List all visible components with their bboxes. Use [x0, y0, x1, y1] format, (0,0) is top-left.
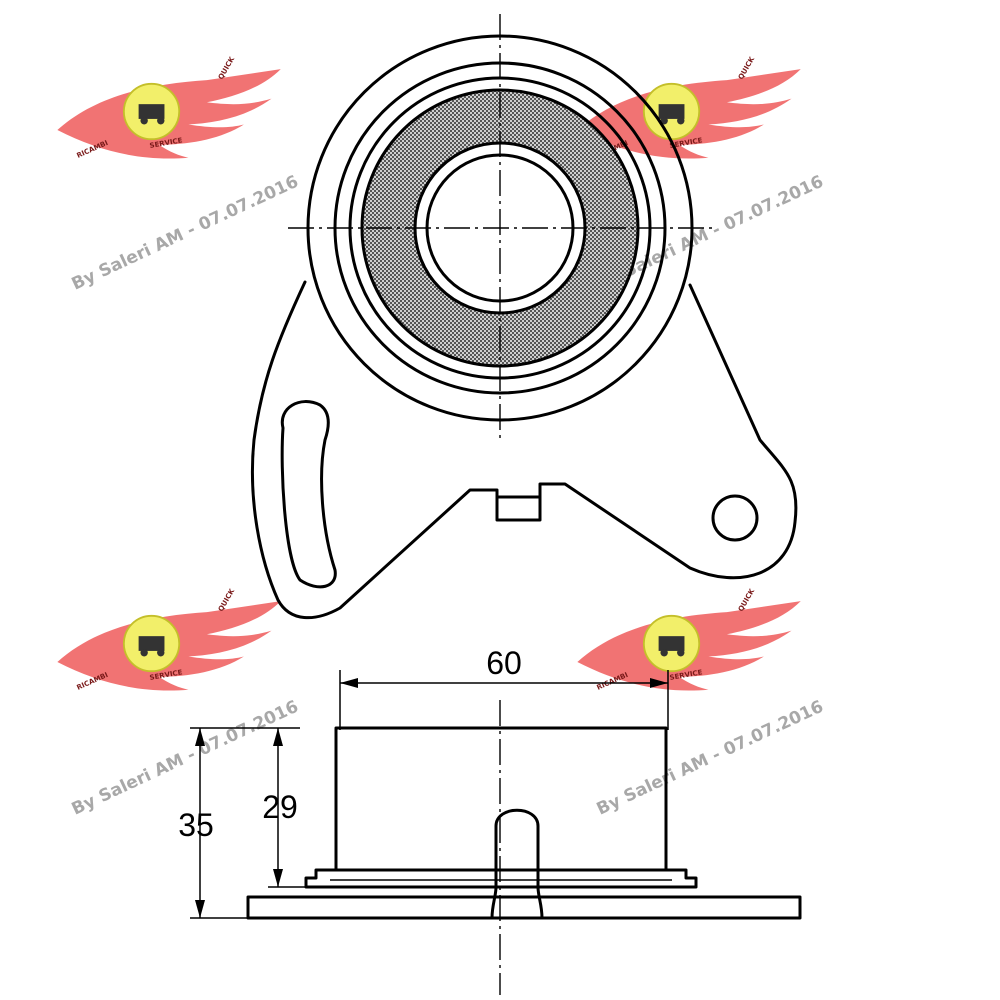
dimension-height-outer: 35 [178, 727, 300, 919]
watermark-text-bottom-right: By Saleri AM - 07.07.2016 [594, 697, 827, 820]
dimension-width: 60 [339, 645, 669, 730]
watermark-logo-bottom-right: RICAMBI SERVICE QUICK [575, 587, 803, 692]
watermark-logo-bottom-left: RICAMBI SERVICE QUICK [55, 587, 283, 692]
dimension-height-inner-label: 29 [262, 789, 298, 825]
bracket-slot [280, 400, 337, 589]
pulley-side-view [246, 700, 802, 995]
bracket-mounting-hole [711, 494, 759, 542]
bracket-center-tab [495, 495, 542, 522]
dimension-height-inner: 29 [262, 728, 306, 888]
watermark-logo-top-left: RICAMBI SERVICE QUICK [55, 55, 283, 160]
pulley-flange [304, 868, 698, 889]
dimension-height-outer-label: 35 [178, 807, 214, 843]
base-plate [246, 895, 802, 920]
dimension-width-label: 60 [486, 645, 522, 681]
mounting-stud [490, 808, 544, 920]
bracket-arm-outline [250, 280, 798, 620]
watermark-text-top-left: By Saleri AM - 07.07.2016 [69, 172, 302, 295]
